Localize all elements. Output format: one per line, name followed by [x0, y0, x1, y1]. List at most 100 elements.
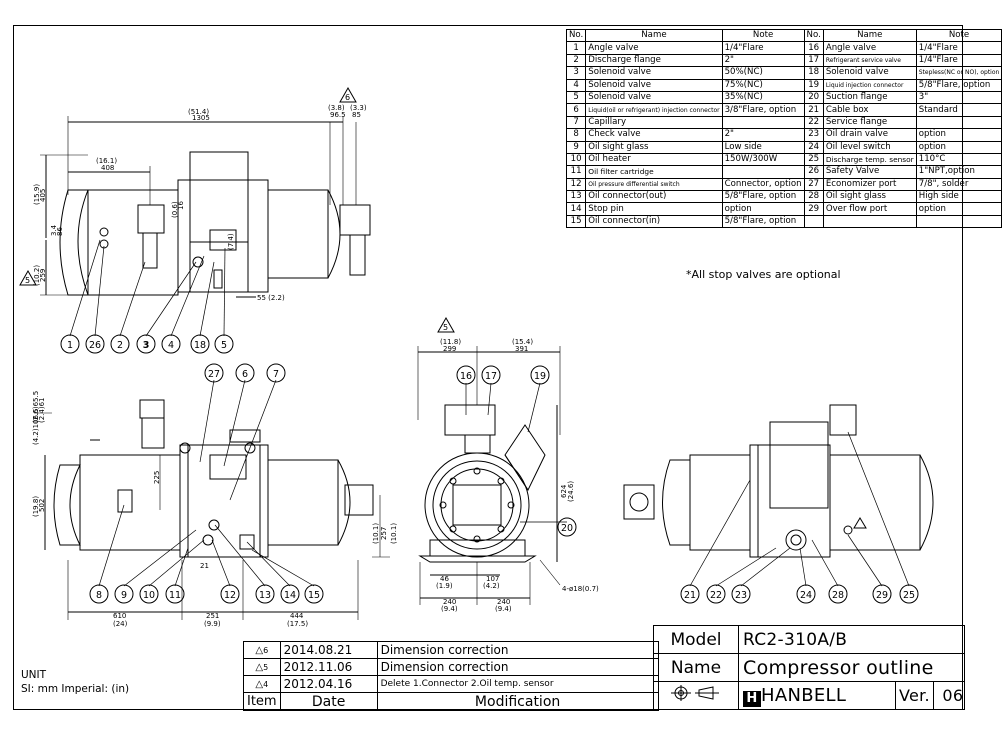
callout-8: 8	[96, 590, 102, 601]
parts-cell-note1: 5/8"Flare, option	[721, 190, 805, 204]
parts-cell-note1: 35%(NC)	[721, 90, 805, 105]
callout-2: 2	[117, 340, 123, 351]
parts-cell-name2: Oil drain valve	[822, 128, 917, 142]
callout-23: 23	[735, 590, 747, 601]
revision-header-row: Item Date Modification	[243, 692, 659, 711]
parts-cell-no1: 11	[565, 165, 587, 179]
parts-cell-no1: 1	[565, 41, 587, 55]
callout-14: 14	[284, 590, 296, 601]
parts-cell-name1: Solenoid valve	[585, 78, 723, 92]
parts-cell-name2: Discharge temp. sensor	[822, 152, 917, 167]
dim-405-in: (15.9)	[33, 184, 41, 205]
parts-cell-note1: 5/8"Flare, option	[721, 214, 805, 229]
parts-cell-name1: Oil heater	[585, 152, 723, 167]
parts-cell-name1: Solenoid valve	[585, 66, 723, 80]
front-leaders	[98, 379, 315, 587]
parts-cell-name2: Suction flange	[822, 90, 917, 105]
callout-6: 6	[242, 369, 248, 380]
dim-101b: (10.1)	[390, 523, 398, 544]
parts-cell-note2: 1/4"Flare	[915, 53, 1002, 68]
col-no-2: No.	[803, 28, 824, 43]
parts-table: No. Name Note No. Name Note 1 Angle valve…	[565, 28, 1002, 229]
callout-26: 26	[89, 340, 101, 351]
parts-cell-note2: High side	[915, 190, 1002, 204]
parts-cell-name2: Over flow port	[822, 202, 917, 216]
parts-cell-note2	[915, 214, 1002, 229]
revision-mark: △6	[243, 641, 281, 659]
dim-259: 259	[39, 269, 47, 282]
dim-405: 405	[39, 189, 47, 202]
parts-cell-no2: 18	[803, 66, 824, 80]
col-name-2: Name	[822, 28, 917, 43]
callout-labels: 1 26 2 3 4 18 5 8 9 10 11 12 13 14 15 27…	[67, 340, 915, 601]
unit-title: UNIT	[21, 669, 47, 681]
callout-1: 1	[67, 340, 73, 351]
dim-21: 21	[200, 562, 209, 570]
dim-101a: (10.1)	[372, 523, 380, 544]
dim-444-in: (17.5)	[287, 620, 308, 628]
dim-74: (7.4)	[227, 233, 235, 250]
dim-240a: 240	[443, 598, 456, 606]
col-note-2: Note	[915, 28, 1002, 43]
parts-cell-no1: 8	[565, 128, 587, 142]
dim-225: 225	[153, 471, 161, 484]
callout-10: 10	[143, 590, 155, 601]
dim-299-in: (11.8)	[440, 338, 461, 346]
revision-row: △5 2012.11.06 Dimension correction	[243, 658, 659, 676]
front-callouts	[89, 363, 324, 604]
col-no: No.	[565, 28, 587, 43]
parts-cell-no2: 27	[803, 177, 824, 192]
parts-cell-name2: Oil sight glass	[822, 190, 917, 204]
dim-624: 624	[560, 484, 568, 498]
callout-9: 9	[121, 590, 127, 601]
callout-4: 4	[168, 340, 174, 351]
revision-text: Delete 1.Connector 2.Oil temp. sensor	[376, 675, 659, 693]
parts-cell-name1: Discharge flange	[585, 53, 723, 68]
parts-cell-note2: 110°C	[915, 152, 1002, 167]
revision-date: 2012.11.06	[279, 658, 378, 676]
parts-cell-no2: 22	[803, 115, 824, 130]
parts-cell-no1: 6	[565, 103, 587, 117]
parts-cell-name1: Oil pressure differential switch	[585, 177, 723, 192]
drawing-text: (51.4) 1305 (16.1) 408 (3.8) 96.5 (3.3) …	[25, 93, 599, 628]
parts-cell-name2: Angle valve	[822, 41, 917, 55]
callout-18: 18	[194, 340, 206, 351]
parts-table-header: No. Name Note No. Name Note	[565, 28, 1002, 43]
parts-cell-note2: 3"	[915, 90, 1002, 105]
callout-17: 17	[485, 371, 497, 382]
parts-cell-no2: 25	[803, 152, 824, 167]
unit-legend: UNIT SI: mm Imperial: (in)	[21, 668, 129, 696]
version-value: 06	[942, 686, 964, 705]
callout-20: 20	[561, 523, 573, 534]
dim-holes: 4-ø18(0.7)	[562, 585, 599, 593]
revision-mark: △5	[243, 658, 281, 676]
parts-cell-name1: Oil sight glass	[585, 140, 723, 154]
dim-391-in: (15.4)	[512, 338, 533, 346]
top-callouts	[60, 334, 234, 354]
parts-cell-note2: Stepless(NC or NO), option	[915, 66, 1002, 80]
dim-408-in: (16.1)	[96, 157, 117, 165]
parts-cell-name2: Cable box	[822, 103, 917, 117]
revision-table: △6 2014.08.21 Dimension correction △5 20…	[243, 641, 659, 711]
parts-cell-name2: Oil level switch	[822, 140, 917, 154]
parts-cell-no2: 29	[803, 202, 824, 216]
dim-tag3: (4.2)106.5	[32, 408, 40, 445]
parts-cell-no1: 7	[565, 115, 587, 130]
brand-text: HANBELL	[761, 684, 847, 706]
parts-cell-no1: 12	[565, 177, 587, 192]
dim-257: 257	[380, 527, 388, 540]
callout-3: 3	[143, 340, 150, 351]
name-label: Name	[653, 653, 739, 682]
col-note: Note	[721, 28, 805, 43]
parts-cell-name2: Safety Valve	[822, 165, 917, 179]
parts-cell-name1: Capillary	[585, 115, 723, 130]
parts-cell-no2	[803, 214, 824, 229]
parts-cell-no2: 24	[803, 140, 824, 154]
revision-row: △4 2012.04.16 Delete 1.Connector 2.Oil t…	[243, 675, 659, 693]
parts-cell-name2	[822, 214, 917, 229]
